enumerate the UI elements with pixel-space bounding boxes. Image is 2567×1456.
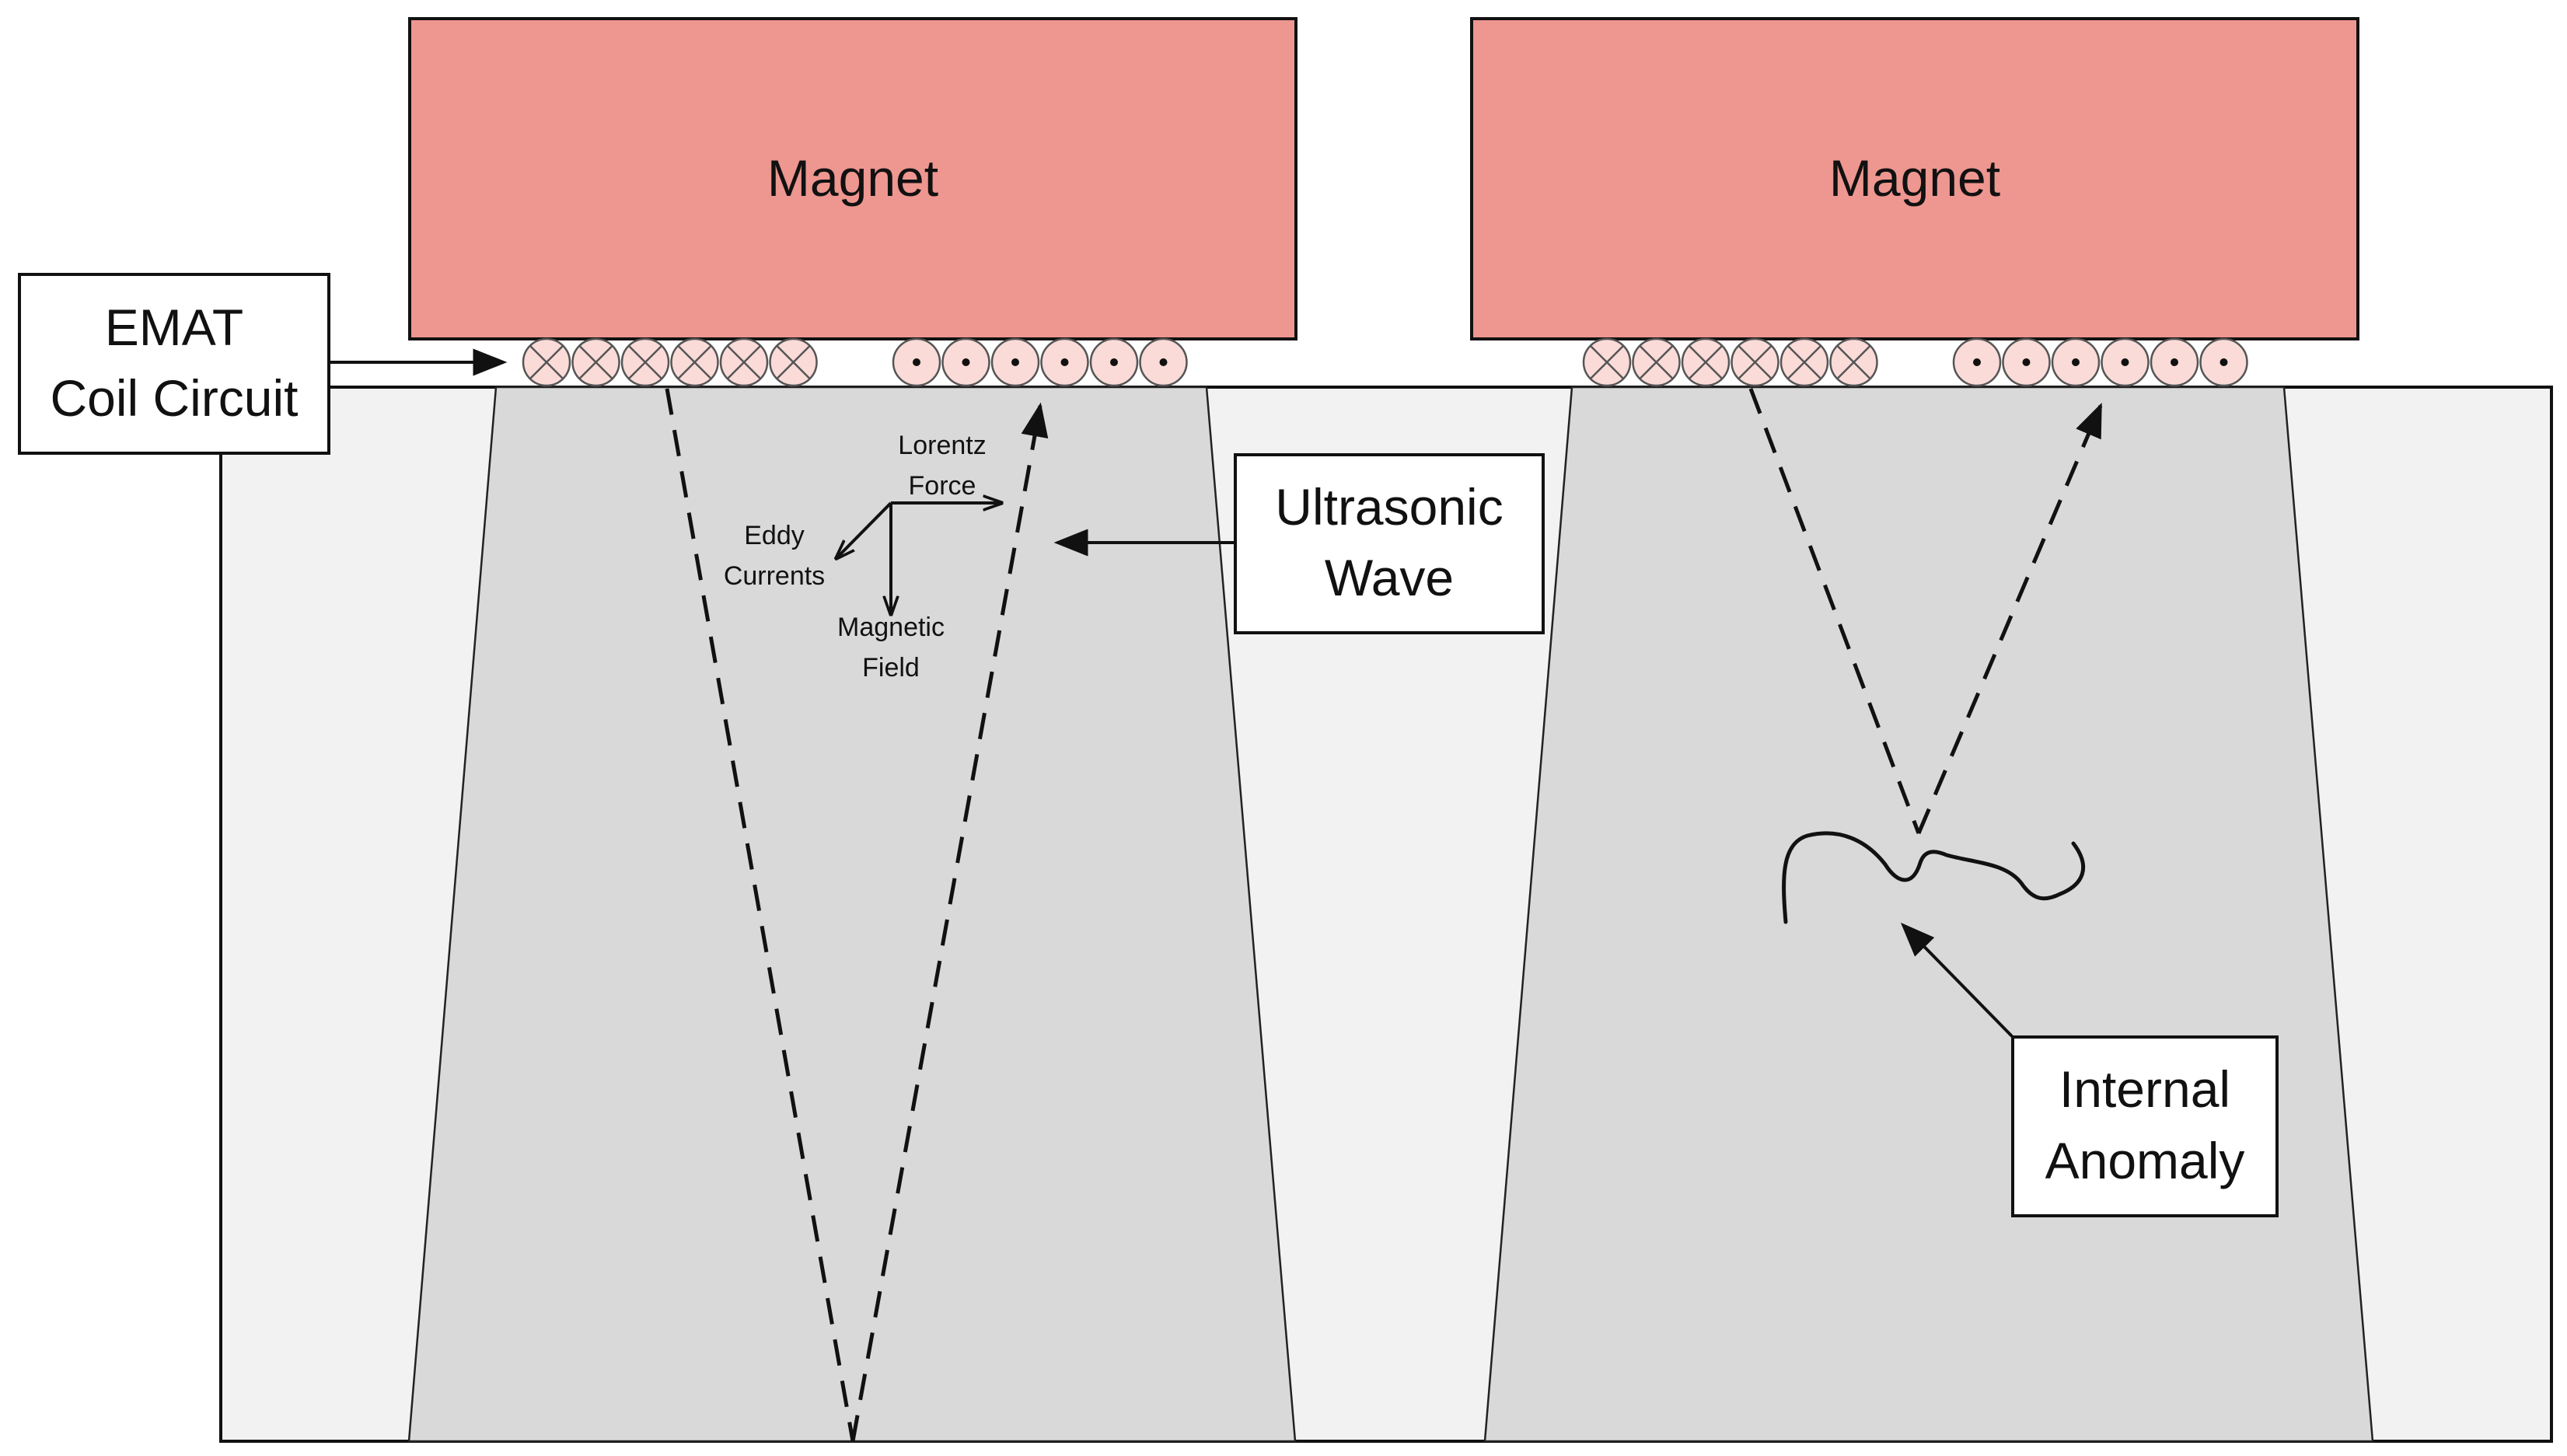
coil-out-of-page-left [990,337,1040,387]
coil-into-page-right [1779,337,1829,387]
magnet-left-label: Magnet [767,149,938,207]
field-label-line2: Field [862,653,920,683]
coil-into-page-left [620,337,670,387]
emat-label-line1: EMAT [105,299,243,356]
coil-into-page-left [670,337,719,387]
coil-out-of-page-left [1040,337,1089,387]
eddy-currents-arrow [836,501,892,558]
wave-path-reflected-left [850,402,1049,1442]
wave-label-line2: Wave [1325,549,1454,606]
coil-into-page-right [1632,337,1681,387]
coil-into-page-left [769,337,818,387]
wave-label-line1: Ultrasonic [1275,478,1503,536]
beam-region-right [1483,386,2374,1443]
field-label-line1: Magnetic [837,613,945,642]
beam-region-left [407,386,1297,1443]
magnet-right-label: Magnet [1829,149,2000,207]
coil-group-left-out-of-page [892,337,1188,387]
eddy-label-line2: Currents [724,561,825,591]
coil-group-right-out-of-page [1952,337,2248,387]
coil-out-of-page-right [2199,337,2248,387]
wave-path-reflected-right [1916,402,2103,834]
coil-into-page-left [522,337,571,387]
internal-anomaly-shape [1782,831,2086,924]
coil-into-page-right [1731,337,1779,387]
coil-into-page-right [1582,337,1632,387]
coil-out-of-page-right [2150,337,2199,387]
internal-anomaly-box: Internal Anomaly [2011,1035,2279,1217]
coil-group-left-into-page [522,337,818,387]
coil-into-page-left [571,337,620,387]
anomaly-label-line2: Anomaly [2045,1132,2245,1189]
anomaly-label-line1: Internal [2059,1060,2230,1118]
emat-coil-circuit-box: EMAT Coil Circuit [18,273,330,455]
ultrasonic-wave-box: Ultrasonic Wave [1234,453,1545,634]
coil-into-page-right [1829,337,1878,387]
force-triad: Lorentz Force Eddy Currents Magnetic Fie… [724,431,1001,683]
coil-into-page-right [1681,337,1731,387]
coil-out-of-page-left [1089,337,1139,387]
magnet-right: Magnet [1470,17,2359,340]
eddy-label-line1: Eddy [744,521,805,550]
coil-out-of-page-right [1952,337,2002,387]
emat-label-line2: Coil Circuit [50,369,298,427]
coil-into-page-left [719,337,769,387]
coil-out-of-page-left [941,337,990,387]
coil-out-of-page-left [1139,337,1188,387]
wave-path-incident-left [665,388,855,1442]
coil-out-of-page-left [892,337,941,387]
coil-out-of-page-right [2101,337,2150,387]
coil-group-right-into-page [1582,337,1878,387]
coil-out-of-page-right [2002,337,2051,387]
internal-anomaly-arrow [1900,922,2013,1038]
lorentz-label-line1: Lorentz [898,431,986,460]
wave-path-incident-right [1748,388,1921,834]
coil-out-of-page-right [2051,337,2101,387]
lorentz-label-line2: Force [909,471,976,501]
magnet-left: Magnet [408,17,1297,340]
